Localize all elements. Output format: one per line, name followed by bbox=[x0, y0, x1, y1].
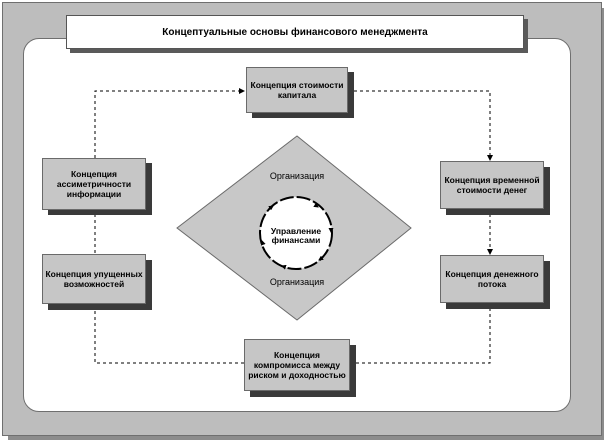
circle-arrows bbox=[260, 202, 334, 270]
organization-label-top: Организация bbox=[269, 171, 325, 181]
diagram-title: Концептуальные основы финансового менедж… bbox=[66, 15, 524, 49]
management-circle bbox=[259, 196, 333, 270]
arrow-asym-to-capital bbox=[94, 88, 245, 158]
arrow-capital-to-time bbox=[348, 90, 493, 161]
concept-cash-flow: Концепция денежного потока bbox=[440, 255, 544, 303]
concept-opportunity: Концепция упущенных возможностей bbox=[42, 254, 146, 304]
concept-capital-cost: Концепция стоимости капитала bbox=[246, 67, 348, 113]
concept-time-value: Концепция временной стоимости денег bbox=[440, 161, 544, 209]
organization-label-bottom: Организация bbox=[269, 277, 325, 287]
management-label: Управление финансами bbox=[270, 226, 322, 245]
arrow-cashflow-to-risk bbox=[349, 302, 491, 366]
concept-risk-return: Концепция компромисса между риском и дох… bbox=[244, 339, 350, 391]
arrow-risk-to-opportunity bbox=[92, 303, 244, 364]
concept-asymmetric-info: Концепция ассиметричности информации bbox=[42, 158, 146, 210]
